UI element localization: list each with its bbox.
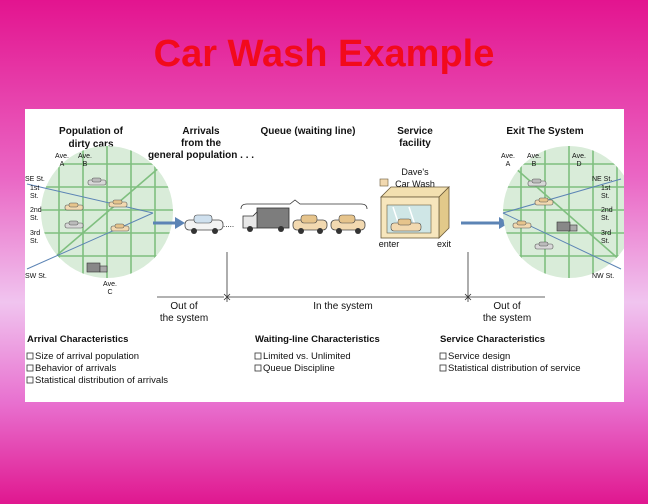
system-boundaries (157, 252, 545, 302)
checkbox-icon (254, 364, 262, 372)
queue-dots: ..... (223, 220, 234, 229)
queued-car (330, 214, 366, 234)
in-the-system: In the system (313, 301, 372, 312)
right-ave-b-1: Ave. (527, 153, 541, 160)
service-item-1: Service design (448, 351, 510, 362)
car-wash-enter: enter (379, 239, 400, 249)
right-ave-d-2: D (576, 161, 581, 168)
queue-label: Queue (waiting line) (260, 126, 355, 137)
left-grid-cars (64, 177, 130, 273)
left-ave-a-1: Ave. (55, 153, 69, 160)
out-of-system-right-1: Out of (493, 301, 520, 312)
checkbox-icon (439, 364, 447, 372)
left-2nd-street-2: St. (30, 215, 39, 222)
arrival-item-3: Statistical distribution of arrivals (35, 375, 168, 386)
arrival-characteristics-title: Arrival Characteristics (27, 334, 128, 345)
right-2nd-street-2: St. (601, 215, 610, 222)
checkbox-icon (439, 352, 447, 360)
waiting-item-2: Queue Discipline (263, 363, 335, 374)
car-wash-name-1: Dave's (401, 167, 429, 177)
out-of-system-left-1: Out of (170, 301, 197, 312)
left-1st-street-2: St. (30, 193, 39, 200)
right-nw-street: NW St. (592, 273, 614, 280)
left-ave-c-1: Ave. (103, 281, 117, 288)
left-2nd-street-1: 2nd (30, 207, 42, 214)
right-ave-d-1: Ave. (572, 153, 586, 160)
left-ave-b-2: B (83, 161, 88, 168)
left-sw-street: SW St. (25, 273, 47, 280)
exit-label: Exit The System (506, 126, 583, 137)
left-ave-a-2: A (60, 161, 65, 168)
service-characteristics-title: Service Characteristics (440, 334, 545, 345)
service-label-1: Service (397, 126, 433, 137)
waiting-item-1: Limited vs. Unlimited (263, 351, 351, 362)
checkbox-icon (254, 352, 262, 360)
slide-title: Car Wash Example (153, 33, 495, 75)
car-wash-figure: Population of dirty cars Arrivals from t… (25, 109, 624, 402)
left-3rd-street-1: 3rd (30, 230, 40, 237)
left-se-street: SE St. (25, 176, 45, 183)
arrivals-label-3: general population . . . (148, 150, 254, 161)
arrival-item-2: Behavior of arrivals (35, 363, 117, 374)
service-item-2: Statistical distribution of service (448, 363, 581, 374)
right-ave-b-2: B (532, 161, 537, 168)
arriving-car (184, 214, 224, 234)
right-3rd-street-2: St. (601, 238, 610, 245)
out-of-system-left-2: the system (160, 313, 208, 324)
queue-diagram: Population of dirty cars Arrivals from t… (25, 126, 624, 386)
arrivals-label-2: from the (181, 138, 221, 149)
right-grid-cars (512, 178, 578, 250)
exit-arrow (461, 217, 509, 229)
car-wash-building (379, 178, 450, 239)
population-label-2: dirty cars (68, 139, 113, 150)
right-2nd-street-1: 2nd (601, 207, 613, 214)
car-wash-exit: exit (437, 239, 452, 249)
out-of-system-right-2: the system (483, 313, 531, 324)
checkbox-icon (26, 352, 34, 360)
left-3rd-street-2: St. (30, 238, 39, 245)
right-3rd-street-1: 3rd (601, 230, 611, 237)
car-wash-name-2: Car Wash (395, 179, 435, 189)
right-1st-street-2: St. (601, 193, 610, 200)
checkbox-icon (26, 376, 34, 384)
queue-truck (242, 207, 290, 232)
checkbox-icon (26, 364, 34, 372)
arrival-item-1: Size of arrival population (35, 351, 139, 362)
right-ne-street: NE St. (592, 176, 612, 183)
arrival-arrow (153, 217, 185, 229)
right-ave-a-1: Ave. (501, 153, 515, 160)
left-ave-c-2: C (107, 289, 112, 296)
left-1st-street-1: 1st (30, 185, 39, 192)
population-label-1: Population of (59, 126, 124, 137)
queue-bracket (240, 199, 368, 210)
arrivals-label-1: Arrivals (182, 126, 220, 137)
service-label-2: facility (399, 138, 431, 149)
left-ave-b-1: Ave. (78, 153, 92, 160)
right-ave-a-2: A (506, 161, 511, 168)
waiting-characteristics-title: Waiting-line Characteristics (255, 334, 380, 345)
queued-car (292, 214, 328, 234)
right-1st-street-1: 1st (601, 185, 610, 192)
